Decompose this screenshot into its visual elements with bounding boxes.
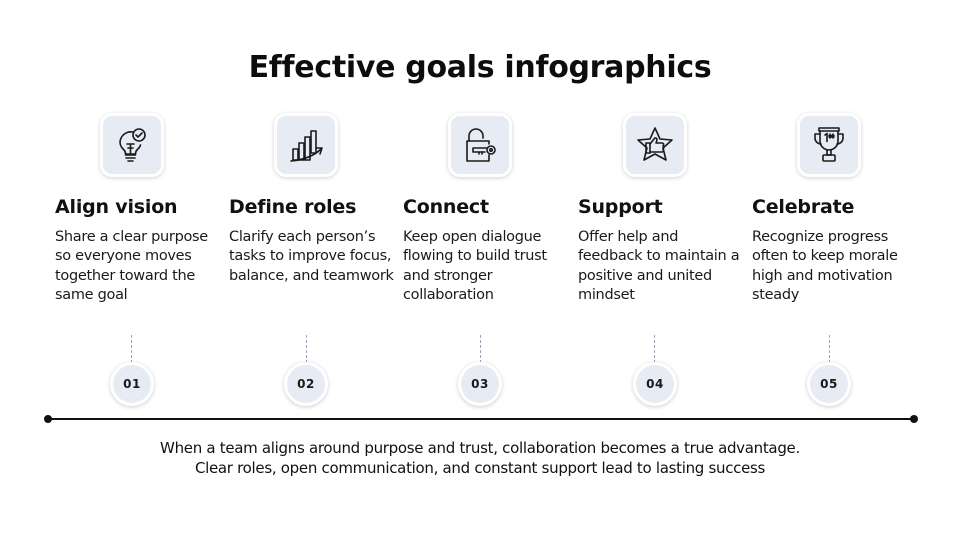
page-title: Effective goals infographics bbox=[248, 50, 712, 85]
step-define-roles: Define roles Clarify each person’s tasks… bbox=[229, 0, 403, 540]
footer-line-1: When a team aligns around purpose and tr… bbox=[160, 439, 800, 457]
star-thumbs-up-icon bbox=[637, 127, 673, 161]
connector-dash bbox=[131, 335, 132, 363]
connector-dash bbox=[654, 335, 655, 363]
step-number-badge: 02 bbox=[284, 362, 328, 406]
step-connect: Connect Keep open dialogue flowing to bu… bbox=[403, 0, 577, 540]
step-description: Clarify each person’s tasks to improve f… bbox=[229, 229, 394, 284]
step-title: Support bbox=[578, 196, 663, 218]
step-title: Define roles bbox=[229, 196, 357, 218]
step-number-badge: 03 bbox=[458, 362, 502, 406]
step-title: Connect bbox=[403, 196, 489, 218]
footer-line-2: Clear roles, open communication, and con… bbox=[194, 458, 766, 477]
icon-box bbox=[274, 113, 338, 177]
step-title: Celebrate bbox=[752, 196, 855, 218]
step-description: Share a clear purpose so everyone moves … bbox=[55, 229, 208, 303]
timeline-end-dot bbox=[910, 415, 918, 423]
icon-box bbox=[100, 113, 164, 177]
step-number-badge: 01 bbox=[110, 362, 154, 406]
step-align-vision: Align vision Share a clear purpose so ev… bbox=[55, 0, 229, 540]
step-description: Recognize progress often to keep morale … bbox=[752, 229, 898, 303]
timeline-line bbox=[48, 418, 914, 420]
connector-dash bbox=[306, 335, 307, 363]
step-support: Support Offer help and feedback to maint… bbox=[578, 0, 752, 540]
step-description: Offer help and feedback to maintain a po… bbox=[578, 229, 740, 303]
growth-chart-icon bbox=[290, 130, 323, 162]
lightbulb-check-icon bbox=[119, 128, 146, 162]
timeline-start-dot bbox=[44, 415, 52, 423]
icon-box bbox=[623, 113, 687, 177]
connector-dash bbox=[480, 335, 481, 363]
step-celebrate: Celebrate Recognize progress often to ke… bbox=[752, 0, 926, 540]
icon-box bbox=[448, 113, 512, 177]
step-number-badge: 04 bbox=[633, 362, 677, 406]
step-number-badge: 05 bbox=[807, 362, 851, 406]
footer-summary: When a team aligns around purpose and tr… bbox=[0, 439, 960, 478]
trophy-first-place-icon bbox=[814, 127, 844, 162]
icon-box bbox=[797, 113, 861, 177]
unlocked-padlock-key-icon bbox=[466, 128, 496, 162]
step-title: Align vision bbox=[55, 196, 178, 218]
step-description: Keep open dialogue flowing to build trus… bbox=[403, 229, 547, 303]
connector-dash bbox=[829, 335, 830, 363]
